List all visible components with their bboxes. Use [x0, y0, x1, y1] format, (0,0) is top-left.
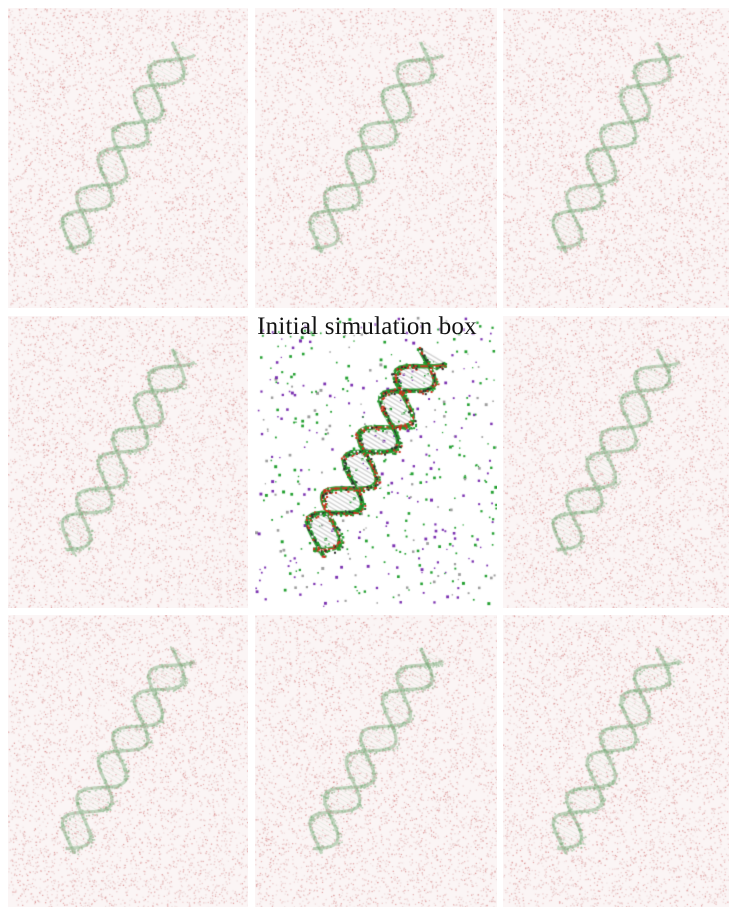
initial-box-render	[255, 316, 497, 608]
periodic-image-render	[503, 615, 729, 907]
periodic-image-top-center	[255, 8, 497, 308]
periodic-image-render	[8, 316, 248, 608]
periodic-image-bottom-right	[503, 615, 729, 907]
periodic-image-render	[255, 615, 497, 907]
periodic-image-top-right	[503, 8, 729, 308]
periodic-image-render	[8, 8, 248, 308]
initial-simulation-box	[255, 316, 497, 608]
periodic-image-render	[503, 8, 729, 308]
periodic-image-top-left	[8, 8, 248, 308]
periodic-image-render	[255, 8, 497, 308]
periodic-image-middle-right	[503, 316, 729, 608]
periodic-image-middle-left	[8, 316, 248, 608]
periodic-image-render	[503, 316, 729, 608]
periodic-image-render	[8, 615, 248, 907]
periodic-image-bottom-center	[255, 615, 497, 907]
periodic-image-bottom-left	[8, 615, 248, 907]
